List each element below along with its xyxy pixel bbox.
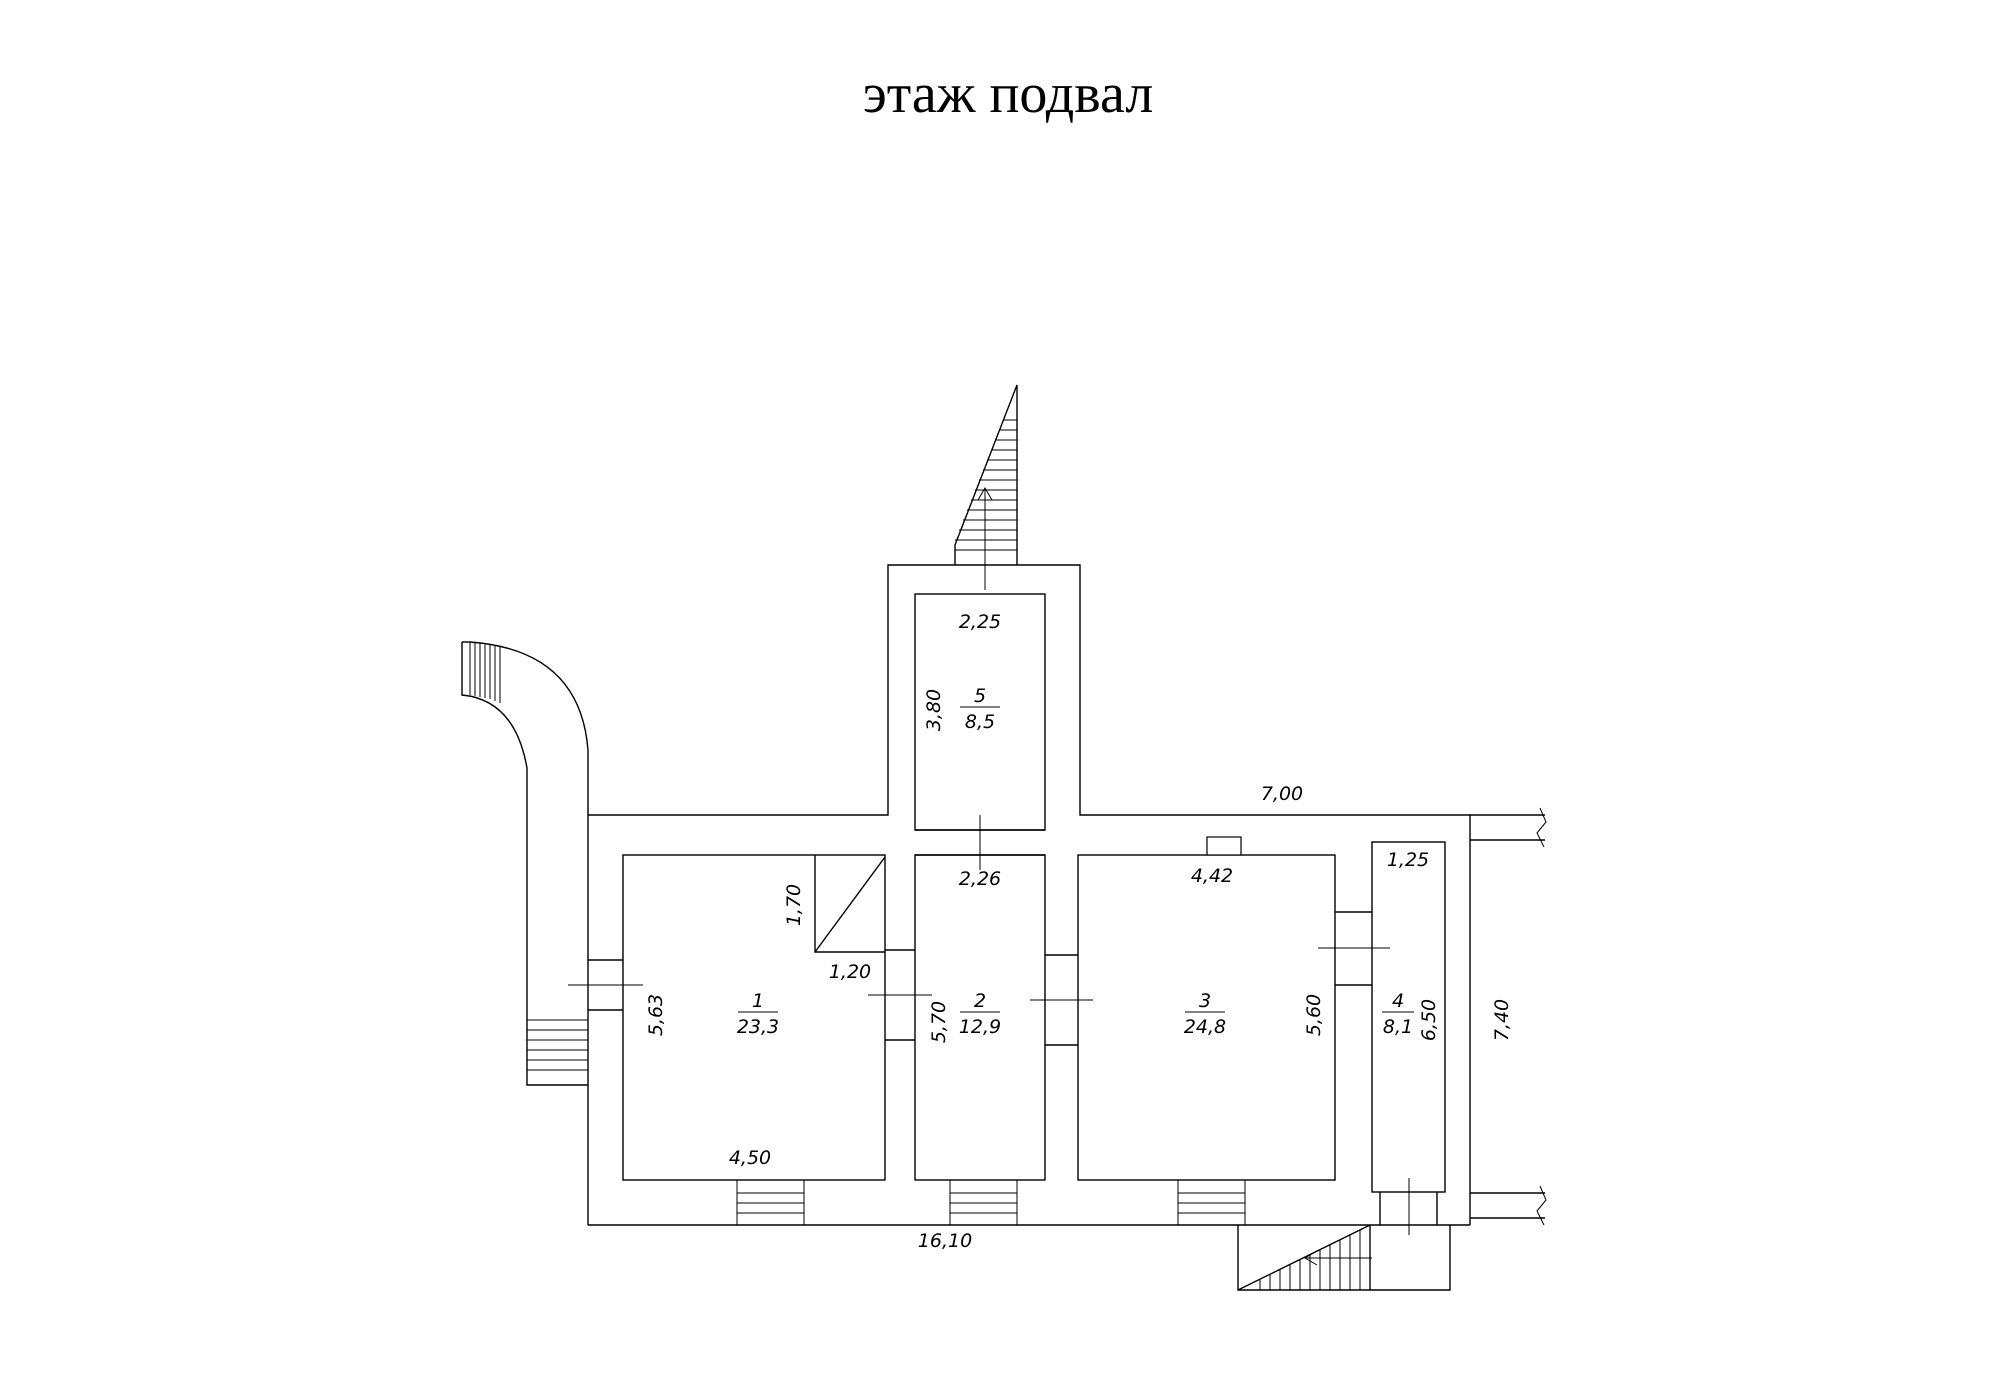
window-room-1 xyxy=(736,1179,805,1226)
dim-room2-length: 5,70 xyxy=(928,1001,950,1043)
svg-text:4: 4 xyxy=(1392,990,1404,1012)
room-label-1: 1 23,3 xyxy=(737,990,779,1038)
room-labels: 1 23,3 2 12,9 3 24,8 4 8,1 5 8,5 xyxy=(737,685,1414,1038)
plan-title: этаж подвал xyxy=(863,63,1154,125)
dim-room1-width: 4,50 xyxy=(729,1147,771,1169)
dimension-labels: 2,25 3,80 7,00 2,26 1,70 1,20 5,63 4,50 … xyxy=(645,611,1513,1252)
rooms xyxy=(622,593,1446,1193)
room-label-2: 2 12,9 xyxy=(959,990,1001,1038)
dim-room1-length: 5,63 xyxy=(645,994,667,1036)
svg-text:5: 5 xyxy=(974,685,986,707)
room-label-4: 4 8,1 xyxy=(1382,990,1414,1038)
north-staircase xyxy=(954,384,1018,590)
outer-walls xyxy=(587,564,1547,1226)
dim-room4-width: 1,25 xyxy=(1387,849,1429,871)
dim-overall-right: 7,40 xyxy=(1491,999,1513,1041)
dim-room3-width: 4,42 xyxy=(1191,865,1233,887)
dim-top-right-length: 7,00 xyxy=(1261,783,1303,805)
room-label-3: 3 24,8 xyxy=(1184,990,1226,1038)
vent-block xyxy=(1206,836,1242,856)
svg-text:8,5: 8,5 xyxy=(965,711,995,733)
dim-room5-length: 3,80 xyxy=(923,689,945,731)
svg-text:8,1: 8,1 xyxy=(1383,1016,1413,1038)
west-stair-lower-steps xyxy=(527,1019,588,1071)
doors xyxy=(568,815,1438,1235)
window-room-3 xyxy=(1177,1179,1246,1226)
svg-text:24,8: 24,8 xyxy=(1184,1016,1226,1038)
dim-room3-length: 5,60 xyxy=(1303,994,1325,1036)
svg-text:3: 3 xyxy=(1199,990,1211,1012)
dim-closet-height: 1,70 xyxy=(783,884,805,926)
dim-overall-bottom: 16,10 xyxy=(918,1230,972,1252)
dim-corridor-width: 2,26 xyxy=(959,868,1001,890)
west-stair-upper-steps xyxy=(469,642,501,703)
svg-text:12,9: 12,9 xyxy=(959,1016,1001,1038)
dim-room4-length: 6,50 xyxy=(1418,999,1440,1041)
svg-text:23,3: 23,3 xyxy=(737,1016,779,1038)
dim-closet-width: 1,20 xyxy=(829,961,871,983)
room-label-5: 5 8,5 xyxy=(960,685,1000,733)
windows xyxy=(736,1179,1246,1226)
dim-room5-width: 2,25 xyxy=(959,611,1001,633)
svg-text:2: 2 xyxy=(974,990,986,1012)
svg-text:1: 1 xyxy=(752,990,764,1012)
southeast-staircase xyxy=(1237,1224,1451,1291)
west-staircase xyxy=(461,641,589,1086)
window-room-2 xyxy=(949,1179,1018,1226)
